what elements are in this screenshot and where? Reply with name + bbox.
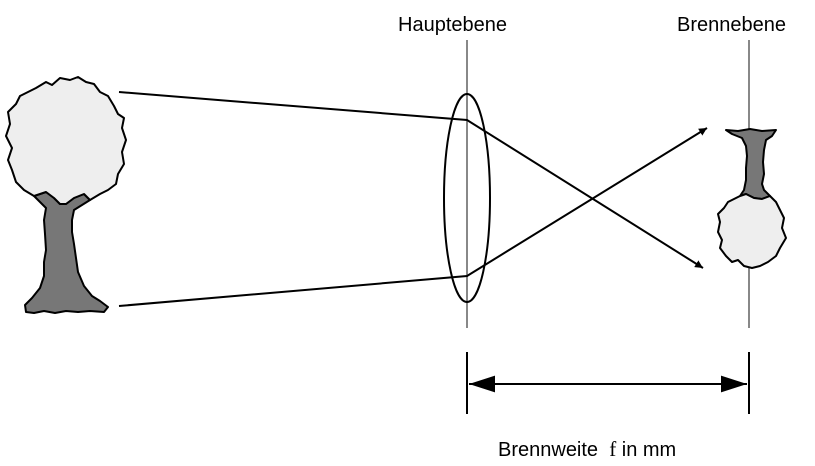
focal-length-unit: in mm (621, 439, 677, 461)
image-tree-trunk (725, 128, 777, 200)
focal-plane-label: Brennebene (677, 14, 786, 36)
image-tree-crown (717, 193, 787, 269)
focal-length-symbol: f (609, 437, 617, 461)
focal-length-label: Brennweite f in mm (498, 437, 677, 461)
convex-lens-icon (443, 93, 491, 303)
tree-trunk (24, 191, 109, 314)
tree-crown (5, 76, 127, 205)
principal-plane-label: Hauptebene (398, 14, 507, 36)
focal-length-text: Brennweite (498, 439, 599, 461)
ray-bottom (118, 127, 708, 307)
inverted-tree-icon (717, 128, 787, 269)
ray-top (118, 91, 704, 269)
tree-icon (5, 76, 127, 314)
